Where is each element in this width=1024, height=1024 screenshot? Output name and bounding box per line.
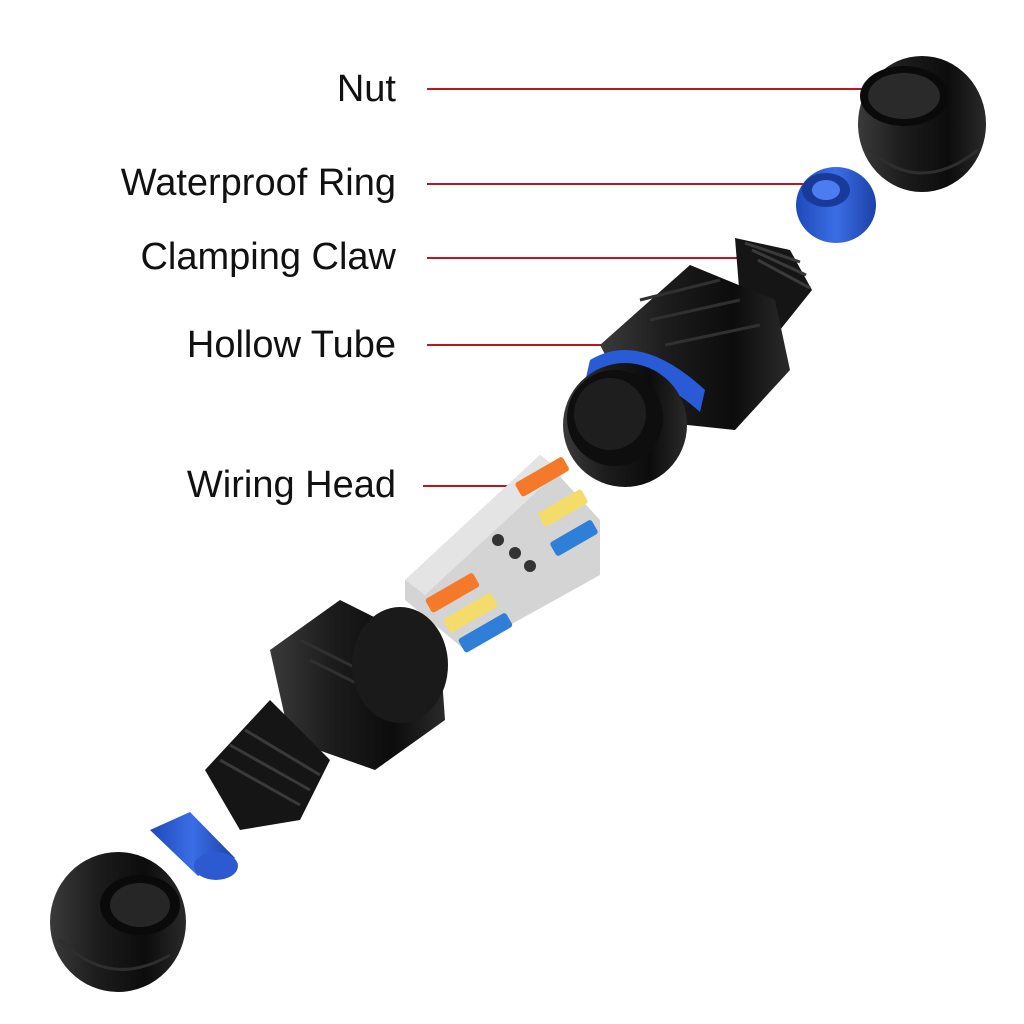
- label-waterproof-ring: Waterproof Ring: [120, 162, 396, 204]
- top-nut: [858, 56, 986, 192]
- label-hollow-tube: Hollow Tube: [186, 324, 396, 366]
- bottom-hollow-tube: [270, 600, 448, 770]
- top-waterproof-ring: [796, 167, 876, 243]
- top-hollow-tube: [563, 265, 790, 487]
- bottom-waterproof-ring: [150, 812, 238, 880]
- bottom-nut: [50, 852, 186, 992]
- label-clamping-claw: Clamping Claw: [140, 236, 396, 278]
- bottom-clamping-claw: [205, 700, 330, 830]
- label-wiring-head: Wiring Head: [186, 464, 396, 506]
- wiring-head: [405, 455, 600, 653]
- label-nut: Nut: [336, 68, 396, 110]
